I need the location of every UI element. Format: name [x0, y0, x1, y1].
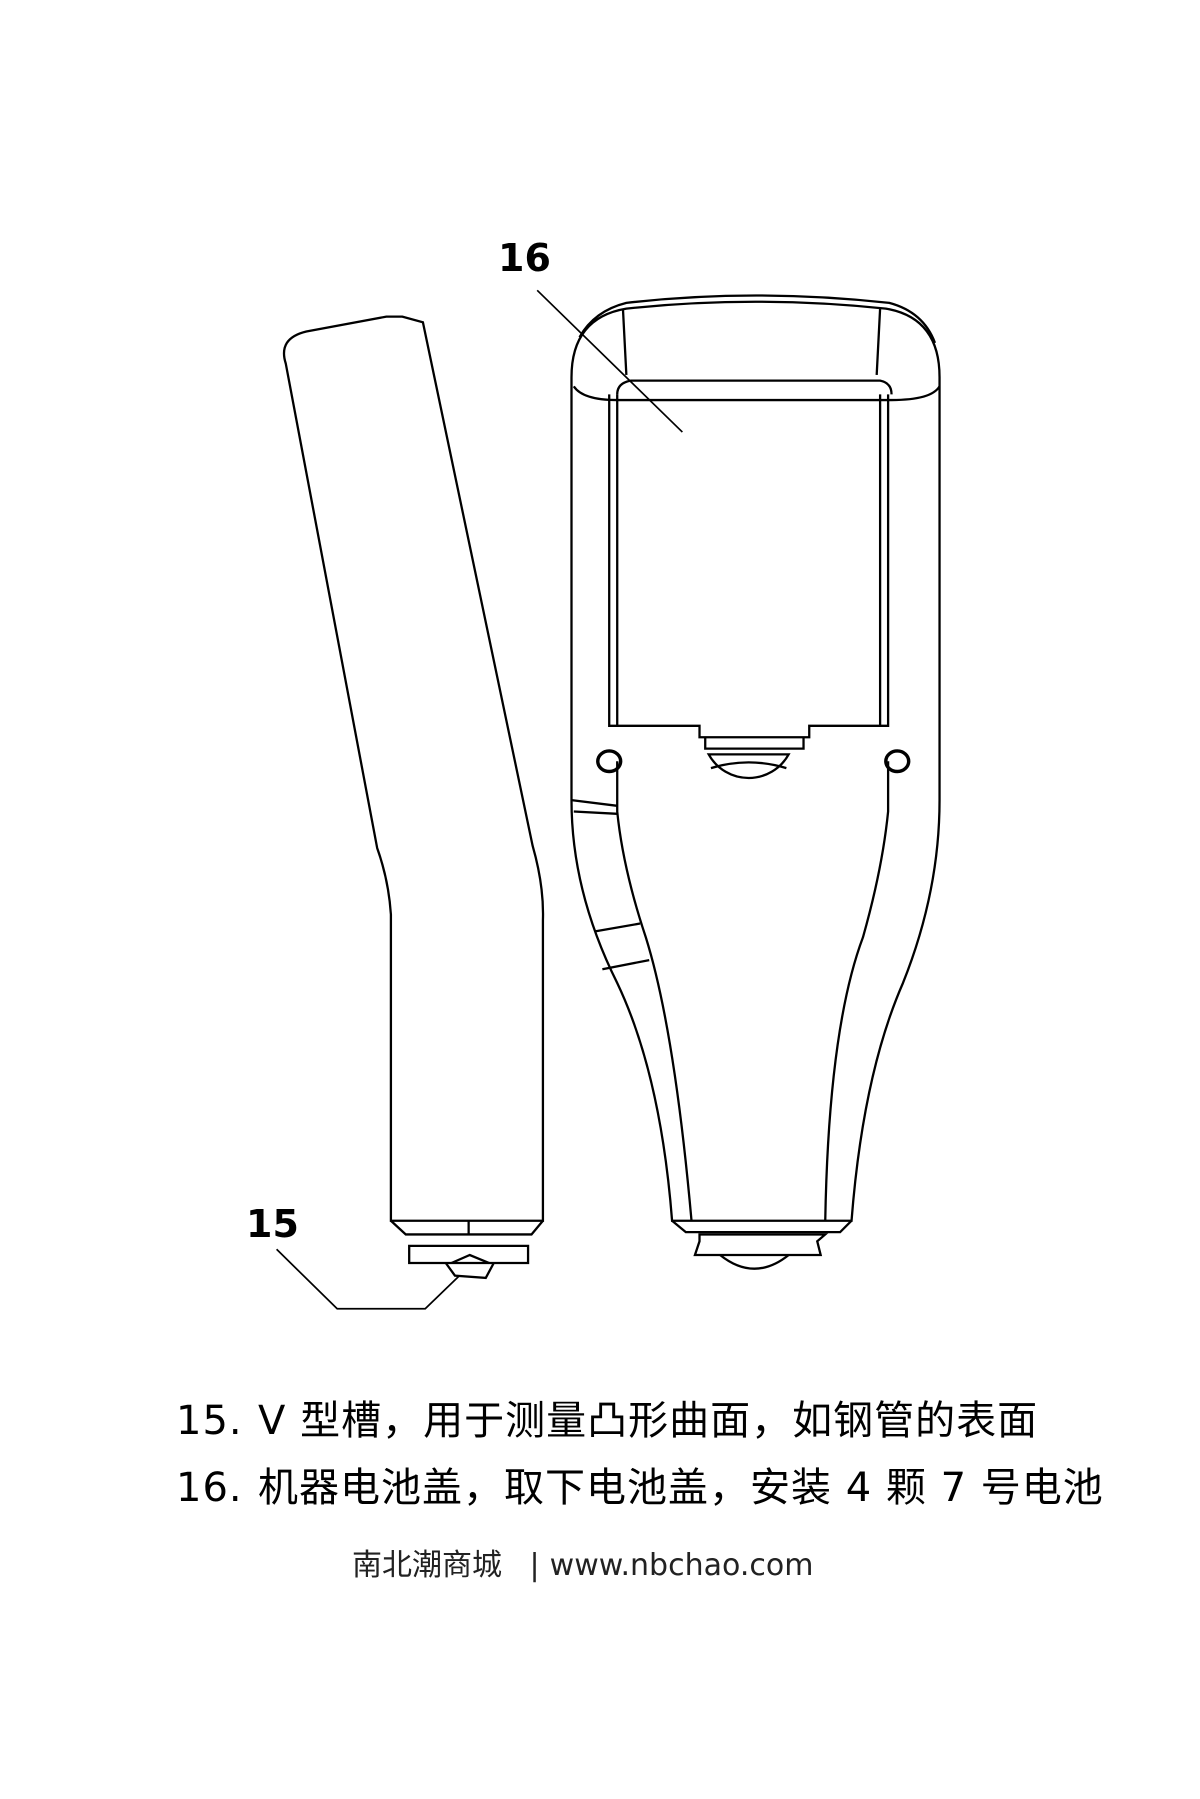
footer-site-name: 南北潮商城 [352, 1548, 502, 1583]
legend-number: 15. [176, 1398, 243, 1444]
footer: 南北潮商城 | www.nbchao.com [352, 1540, 813, 1584]
callout-leader-15 [276, 1248, 461, 1310]
callout-leader-16 [536, 289, 683, 433]
device-back-view [570, 294, 941, 1270]
callout-label-16: 16 [498, 236, 551, 280]
footer-url[interactable]: www.nbchao.com [549, 1548, 814, 1583]
legend-item-15: 15. V 型槽，用于测量凸形曲面，如钢管的表面 [176, 1388, 1038, 1446]
legend-text: V 型槽，用于测量凸形曲面，如钢管的表面 [258, 1398, 1039, 1444]
legend-item-16: 16. 机器电池盖，取下电池盖，安装 4 颗 7 号电池 [176, 1455, 1104, 1513]
device-side-view [282, 315, 545, 1280]
screw-hole-left [596, 749, 623, 774]
legend-number: 16. [176, 1465, 243, 1511]
callout-label-15: 15 [246, 1202, 299, 1246]
screw-hole-right [884, 749, 911, 774]
legend-text: 机器电池盖，取下电池盖，安装 4 颗 7 号电池 [258, 1465, 1104, 1511]
footer-separator: | [529, 1548, 540, 1583]
